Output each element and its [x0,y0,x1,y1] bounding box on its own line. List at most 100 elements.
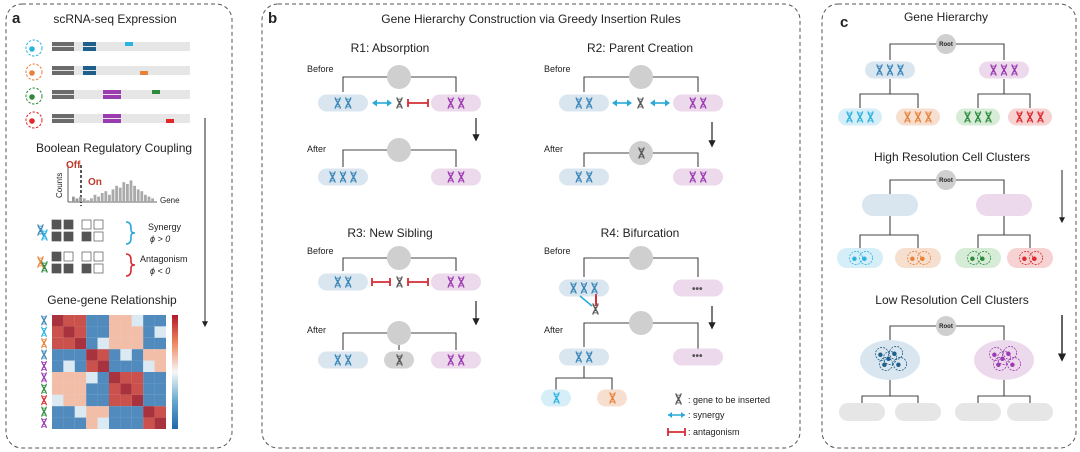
heatmap-cell [120,337,132,350]
heatmap-cell [74,326,87,338]
legend-antagonism-text: : antagonism [688,427,740,437]
heatmap-cell [52,337,64,350]
internal-node [629,311,653,335]
legend-synergy-text: : synergy [688,410,725,420]
heatmap-cell [109,360,121,372]
gene-hierarchy-title: Gene Hierarchy [904,10,988,24]
cluster-placeholder [862,194,918,216]
panel-a-letter: a [12,10,21,27]
heatmap-colorbar [172,315,178,429]
expressed-gene [83,42,96,46]
heatmap-cell [97,360,109,372]
gene-cluster-node [431,168,481,186]
heatmap-cell [52,394,64,407]
heatmap-cell [120,394,132,407]
synergy-brace [125,221,136,245]
insertion-rules [318,65,723,407]
heatmap-cell [109,315,121,327]
expressed-gene [103,119,121,123]
on-label: On [88,177,102,188]
cell-nucleus [29,70,35,76]
heatmap-cell [143,349,155,361]
heatmap-cell [52,383,64,395]
empty-cluster [955,403,1001,421]
heatmap-cell [120,326,132,338]
expressed-gene [103,90,121,94]
gene-axis-label: Gene [160,196,180,205]
heatmap-cell [131,349,144,361]
gene-cluster-node [318,273,368,291]
panel-c-frame [821,3,1077,449]
internal-node [936,170,956,190]
heatmap-cell [86,315,98,327]
histogram-bar [108,194,111,202]
heatmap-cell [154,337,166,350]
marker-gene [166,119,174,123]
cell-cluster [895,248,941,268]
gene-cluster-node [559,168,609,186]
synergy-arrow [579,295,593,307]
r3-before-label: Before [307,246,334,256]
expressed-gene [83,71,96,75]
heatmap-cell [97,394,109,407]
heatmap-cell [52,360,64,372]
heatmap-cell [154,349,166,361]
coupling-square [93,263,104,274]
expression-row [25,87,190,105]
synergy-arrowhead [650,99,670,107]
heatmap-cell [131,417,144,429]
heatmap-cell [154,360,166,372]
histogram-bar [104,191,108,202]
tree-edge [977,380,1031,404]
coupling-square [93,219,104,230]
expressed-gene [83,47,96,51]
heatmap-cell [86,372,98,384]
expression-row [25,63,190,81]
rule-r2-title: R2: Parent Creation [587,41,693,55]
heatmap-cell [74,337,87,350]
histogram-bar [79,196,82,202]
heatmap-cell [74,372,87,384]
histogram-bar [118,187,122,202]
coupling-square [63,263,74,274]
heatmap-cell [97,372,109,384]
heatmap-cell [154,326,166,338]
heatmap-cell [143,372,155,384]
gene-cluster-node [673,279,723,297]
heatmap-cell [97,417,109,429]
coupling-square [51,251,62,262]
r2-after-label: After [544,144,563,154]
heatmap-cell [120,372,132,384]
coupling-square [63,219,74,230]
coupling-square [51,219,62,230]
heatmap-cell [120,406,132,418]
heatmap-cell [86,383,98,395]
cell-nucleus [29,94,35,100]
histogram-bar [126,184,129,202]
heatmap-cell [131,326,144,338]
coupling-square [51,231,62,242]
rule-r4-title: R4: Bifurcation [601,226,680,240]
row-background [52,114,190,123]
gene-cluster-node [431,351,481,369]
heatmap-cell [52,315,64,327]
heatmap-cell [63,326,75,338]
heatmap-cell [63,406,75,418]
gene-cluster-node [318,94,368,112]
histogram-bar [100,193,104,202]
heatmap-cell [131,315,144,327]
internal-node [387,246,411,270]
r4-after-ellipsis: ••• [692,351,703,362]
heatmap-cell [154,372,166,384]
root-label-1: Root [939,42,953,48]
heatmap-cell [63,417,75,429]
panel-b-frame [261,3,801,449]
marker-gene [152,90,160,94]
heatmap-cell [154,417,166,429]
gene-cluster-node [431,273,481,291]
heatmap-cell [74,383,87,395]
cell-icon [25,63,43,81]
marker-gene [140,71,148,75]
heatmap-cell [143,337,155,350]
root-label-2: Root [939,178,953,184]
